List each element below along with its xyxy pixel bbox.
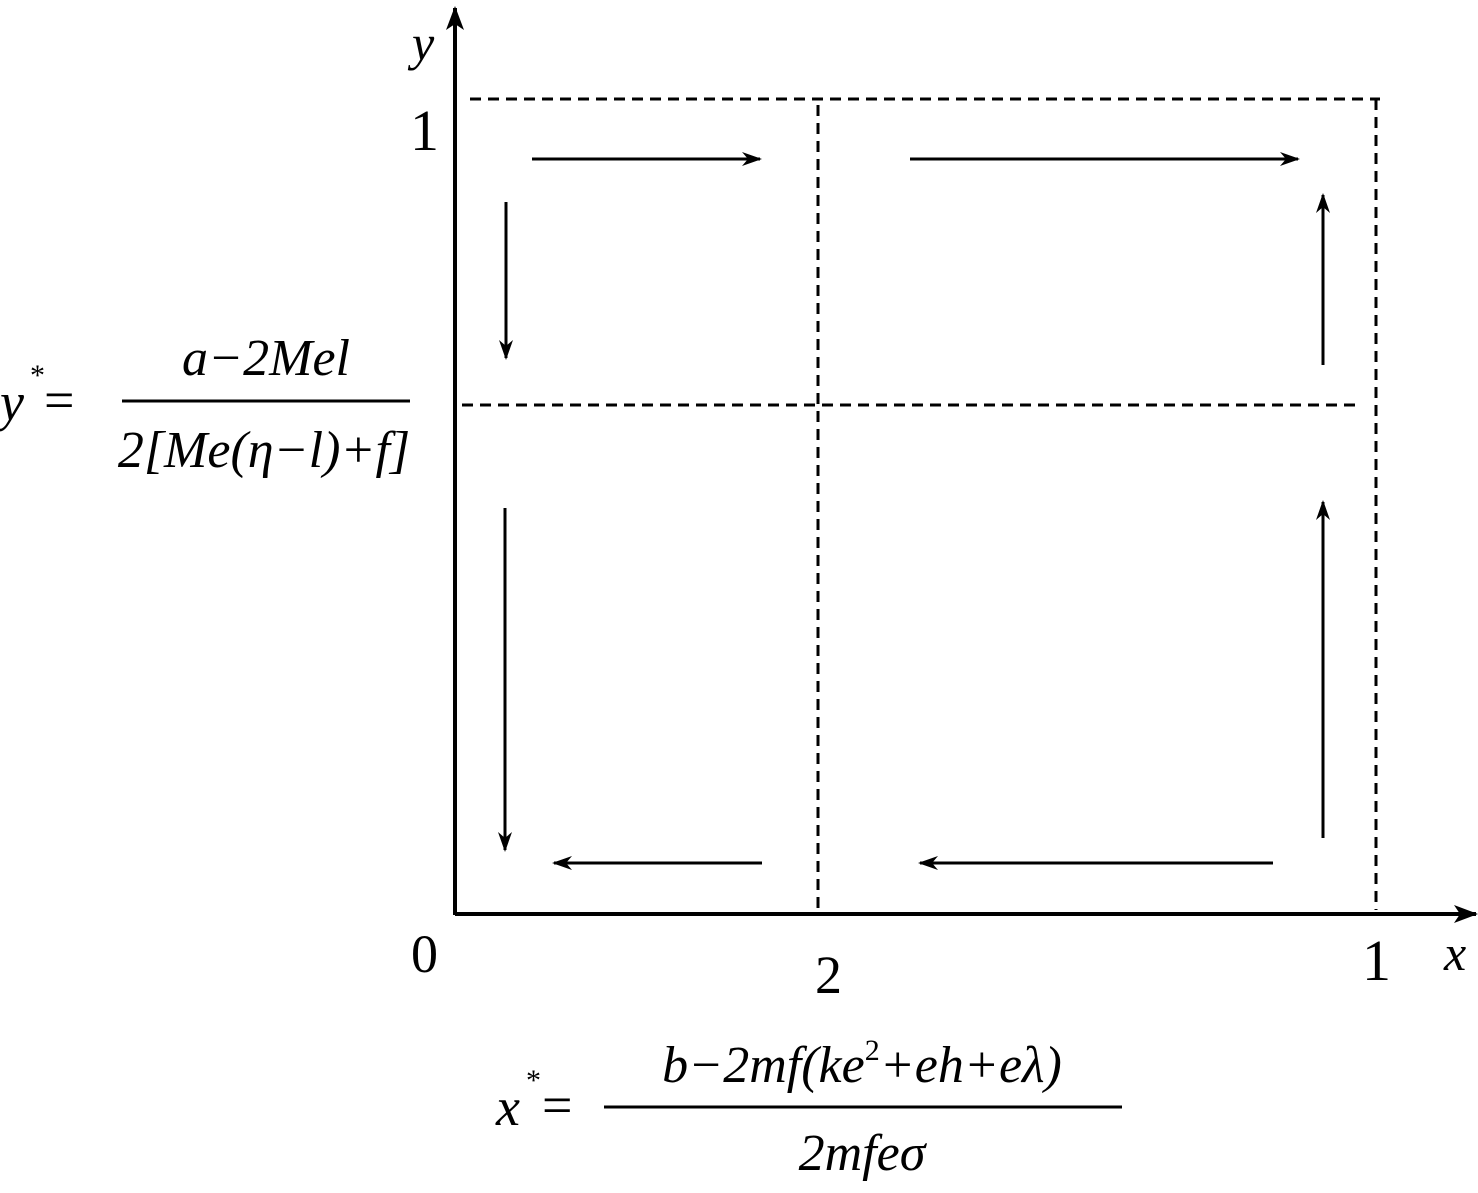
- x-axis-label: x: [1443, 925, 1466, 981]
- y-star-superscript: *: [30, 359, 45, 392]
- origin-label: 0: [411, 924, 438, 984]
- x-star-equals: =: [542, 1075, 572, 1135]
- y-star-denominator: 2[Me(η−l)+f]: [118, 422, 410, 479]
- x-star-equation: x * = b−2mf(ke2+eh+eλ) 2mfeσ: [495, 1034, 1122, 1182]
- y-star-equals: =: [44, 370, 74, 430]
- y-tick-1: 1: [410, 98, 439, 163]
- x-tick-1: 1: [1362, 928, 1391, 993]
- x-star-numerator-part-a: b−2mf(ke: [662, 1037, 865, 1094]
- y-star-equation: y * = a−2Mel 2[Me(η−l)+f]: [0, 330, 410, 479]
- y-star-lhs: y: [0, 372, 24, 432]
- x-star-denominator: 2mfeσ: [799, 1125, 928, 1182]
- x-star-numerator-part-b: +eh+eλ): [880, 1037, 1062, 1094]
- y-star-numerator: a−2Mel: [182, 330, 350, 387]
- x-star-numerator-superscript: 2: [865, 1034, 880, 1067]
- x-star-numerator: b−2mf(ke2+eh+eλ): [662, 1034, 1062, 1094]
- x-tick-mid: 2: [815, 945, 842, 1005]
- x-star-lhs: x: [495, 1077, 520, 1137]
- y-axis-label: y: [407, 15, 435, 71]
- x-star-superscript: *: [526, 1064, 541, 1097]
